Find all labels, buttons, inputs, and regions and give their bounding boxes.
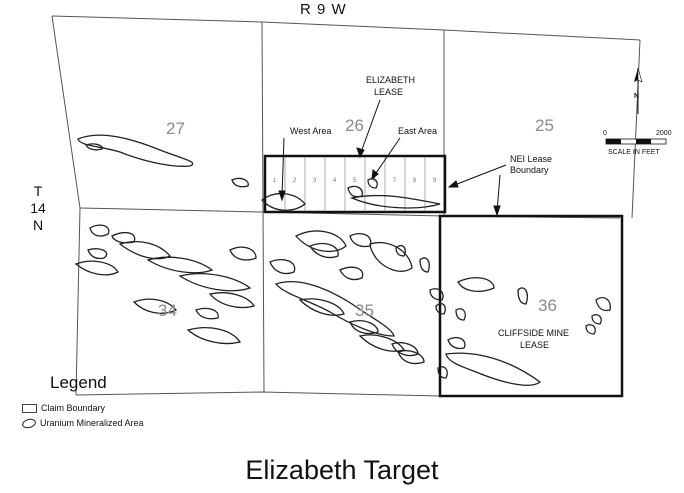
elizabeth-lease-boundary: 1 2 3 4 5 6 7 8 9	[263, 154, 447, 214]
township-label: N	[32, 217, 44, 233]
section-number: 36	[538, 296, 557, 315]
range-label: R 9 W	[300, 1, 347, 18]
cliffside-lease-boundary	[438, 214, 624, 398]
north-arrow-icon: N	[634, 67, 643, 114]
claim-boundary-swatch	[22, 403, 37, 413]
west-area-label: West Area	[290, 126, 331, 136]
nei-lease-label: Boundary	[510, 165, 549, 175]
legend-title: Legend	[50, 373, 107, 392]
township-label: 14	[30, 200, 46, 216]
legend-claim-boundary: Claim Boundary	[22, 403, 105, 413]
section-numbers: 27 26 25 34 35 36	[158, 116, 557, 320]
section-number: 26	[345, 116, 364, 135]
cliffside-lease-label: CLIFFSIDE MINE	[498, 328, 569, 338]
claim-number: 2	[293, 178, 297, 184]
scale-zero-label: 0	[603, 130, 607, 137]
annotations: ELIZABETH LEASE West Area East Area NEI …	[290, 75, 569, 350]
elizabeth-lease-label: ELIZABETH	[366, 75, 415, 85]
claim-number: 1	[273, 178, 277, 184]
uranium-area-swatch	[21, 416, 37, 430]
east-area-label: East Area	[398, 126, 437, 136]
section-grid	[51, 15, 641, 397]
scale-caption: SCALE IN FEET	[608, 149, 660, 156]
scale-max-label: 2000	[656, 130, 672, 137]
elizabeth-lease-label: LEASE	[374, 87, 403, 97]
legend-uranium-label: Uranium Mineralized Area	[40, 418, 144, 428]
cliffside-lease-label: LEASE	[520, 340, 549, 350]
claim-number: 6	[373, 178, 377, 184]
claim-number: 5	[353, 178, 357, 184]
legend-uranium-area: Uranium Mineralized Area	[21, 416, 144, 430]
claim-number: 8	[413, 178, 417, 184]
nei-lease-label: NEI Lease	[510, 154, 552, 164]
claim-number: 4	[333, 178, 337, 184]
uranium-mineralized-areas	[74, 134, 611, 386]
claim-number: 7	[393, 178, 397, 184]
north-label: N	[634, 93, 639, 100]
page-caption: Elizabeth Target	[245, 455, 439, 485]
section-number: 25	[535, 116, 554, 135]
claim-number: 3	[313, 178, 317, 184]
township-label: T	[33, 183, 43, 199]
section-number: 27	[166, 119, 185, 138]
claim-number: 9	[433, 178, 437, 184]
legend-claim-label: Claim Boundary	[41, 403, 106, 413]
annotation-arrows	[278, 99, 507, 217]
section-number: 34	[158, 301, 177, 320]
scale-bar: 0 2000 SCALE IN FEET	[603, 130, 672, 156]
section-number: 35	[355, 301, 374, 320]
